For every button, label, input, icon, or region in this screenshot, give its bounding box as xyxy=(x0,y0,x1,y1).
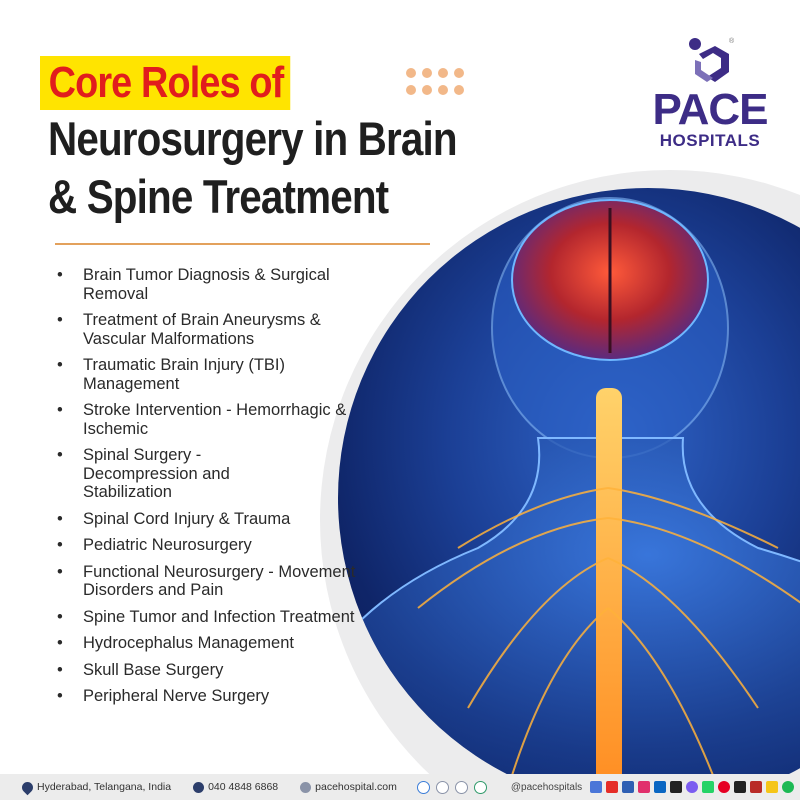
spotify-icon[interactable] xyxy=(782,781,795,793)
role-label: Functional Neurosurgery - Movement Disor… xyxy=(83,562,356,600)
messenger-icon[interactable] xyxy=(686,781,699,793)
list-item: • Hydrocephalus Management xyxy=(55,634,365,653)
location-pin-icon xyxy=(19,779,36,795)
footer-website[interactable]: pacehospital.com xyxy=(300,781,397,793)
role-label: Treatment of Brain Aneurysms & Vascular … xyxy=(83,311,321,348)
list-item: • Peripheral Nerve Surgery xyxy=(55,687,365,706)
bullet-icon: • xyxy=(57,660,63,679)
google-business-icon[interactable] xyxy=(590,781,603,793)
bullet-icon: • xyxy=(57,607,63,626)
pace-logo-icon: ® xyxy=(685,36,735,88)
social-icons xyxy=(590,781,798,793)
threads-icon[interactable] xyxy=(734,781,747,793)
pinterest-icon[interactable] xyxy=(718,781,731,793)
footer-location: Hyderabad, Telangana, India xyxy=(19,779,172,795)
list-item: • Treatment of Brain Aneurysms & Vascular… xyxy=(55,311,365,348)
phone-icon xyxy=(193,781,205,793)
bullet-icon: • xyxy=(57,311,63,329)
facebook-icon[interactable] xyxy=(622,781,635,793)
role-label: Hydrocephalus Management xyxy=(83,634,294,652)
badge-icon xyxy=(454,780,468,794)
list-item: • Spinal Surgery - Decompression and Stab… xyxy=(55,446,303,502)
title-highlight-line: Core Roles of xyxy=(40,56,291,110)
bullet-icon: • xyxy=(57,509,63,528)
bullet-icon: • xyxy=(57,687,63,705)
title-divider xyxy=(55,243,430,245)
page-title: Core Roles of Neurosurgery in Brain & Sp… xyxy=(40,56,523,226)
quora-icon[interactable] xyxy=(750,781,763,793)
bullet-icon: • xyxy=(57,401,63,419)
role-label: Peripheral Nerve Surgery xyxy=(83,687,270,705)
bullet-icon: • xyxy=(57,266,63,284)
title-line-2: Neurosurgery in Brain xyxy=(48,112,458,165)
bullet-icon: • xyxy=(57,356,63,374)
social-handle: @pacehospitals xyxy=(510,781,583,793)
bullet-icon: • xyxy=(57,634,63,652)
location-text: Hyderabad, Telangana, India xyxy=(37,781,172,793)
list-item: • Skull Base Surgery xyxy=(55,661,365,680)
phone-text[interactable]: 040 4848 6868 xyxy=(208,781,279,793)
svg-text:®: ® xyxy=(729,37,735,45)
youtube-icon[interactable] xyxy=(606,781,619,793)
x-icon[interactable] xyxy=(670,781,683,793)
role-label: Spinal Surgery - Decompression and Stabi… xyxy=(83,446,230,501)
title-line-3: & Spine Treatment xyxy=(48,170,389,223)
decorative-dots xyxy=(406,68,466,96)
list-item: • Stroke Intervention - Hemorrhagic & Isc… xyxy=(55,401,365,438)
brand-logo: ® PACE HOSPITALS xyxy=(640,36,780,150)
bullet-icon: • xyxy=(57,536,63,554)
list-item: • Spine Tumor and Infection Treatment xyxy=(55,608,373,627)
badge-icon xyxy=(473,780,487,794)
list-item: • Traumatic Brain Injury (TBI) Management xyxy=(55,356,365,393)
role-label: Spinal Cord Injury & Trauma xyxy=(83,509,291,528)
instagram-icon[interactable] xyxy=(638,781,651,793)
role-label: Stroke Intervention - Hemorrhagic & Isch… xyxy=(83,401,347,438)
role-label: Traumatic Brain Injury (TBI) Management xyxy=(83,356,286,393)
role-label: Skull Base Surgery xyxy=(83,660,224,679)
nervous-system-graphic xyxy=(338,197,800,800)
roles-list: • Brain Tumor Diagnosis & Surgical Remova… xyxy=(55,266,365,714)
list-item: • Spinal Cord Injury & Trauma xyxy=(55,510,365,529)
list-item: • Pediatric Neurosurgery xyxy=(55,536,365,555)
badge-icon xyxy=(435,780,449,794)
role-label: Brain Tumor Diagnosis & Surgical Removal xyxy=(83,266,330,303)
koo-icon[interactable] xyxy=(766,781,779,793)
badge-icon xyxy=(416,780,430,794)
list-item: • Brain Tumor Diagnosis & Surgical Remova… xyxy=(55,266,365,303)
footer-phone[interactable]: 040 4848 6868 xyxy=(193,781,278,793)
accreditation-badges xyxy=(416,780,493,794)
list-item: • Functional Neurosurgery - Movement Diso… xyxy=(55,563,365,600)
linkedin-icon[interactable] xyxy=(654,781,667,793)
role-label: Spine Tumor and Infection Treatment xyxy=(83,607,355,626)
brand-name: PACE xyxy=(652,85,769,134)
globe-icon xyxy=(300,781,312,793)
bullet-icon: • xyxy=(57,562,63,581)
brand-subtitle: HOSPITALS xyxy=(659,131,761,150)
bullet-icon: • xyxy=(57,446,63,464)
website-link[interactable]: pacehospital.com xyxy=(315,781,397,793)
whatsapp-icon[interactable] xyxy=(702,781,715,793)
footer-bar: Hyderabad, Telangana, India 040 4848 686… xyxy=(0,774,800,800)
role-label: Pediatric Neurosurgery xyxy=(83,536,252,554)
